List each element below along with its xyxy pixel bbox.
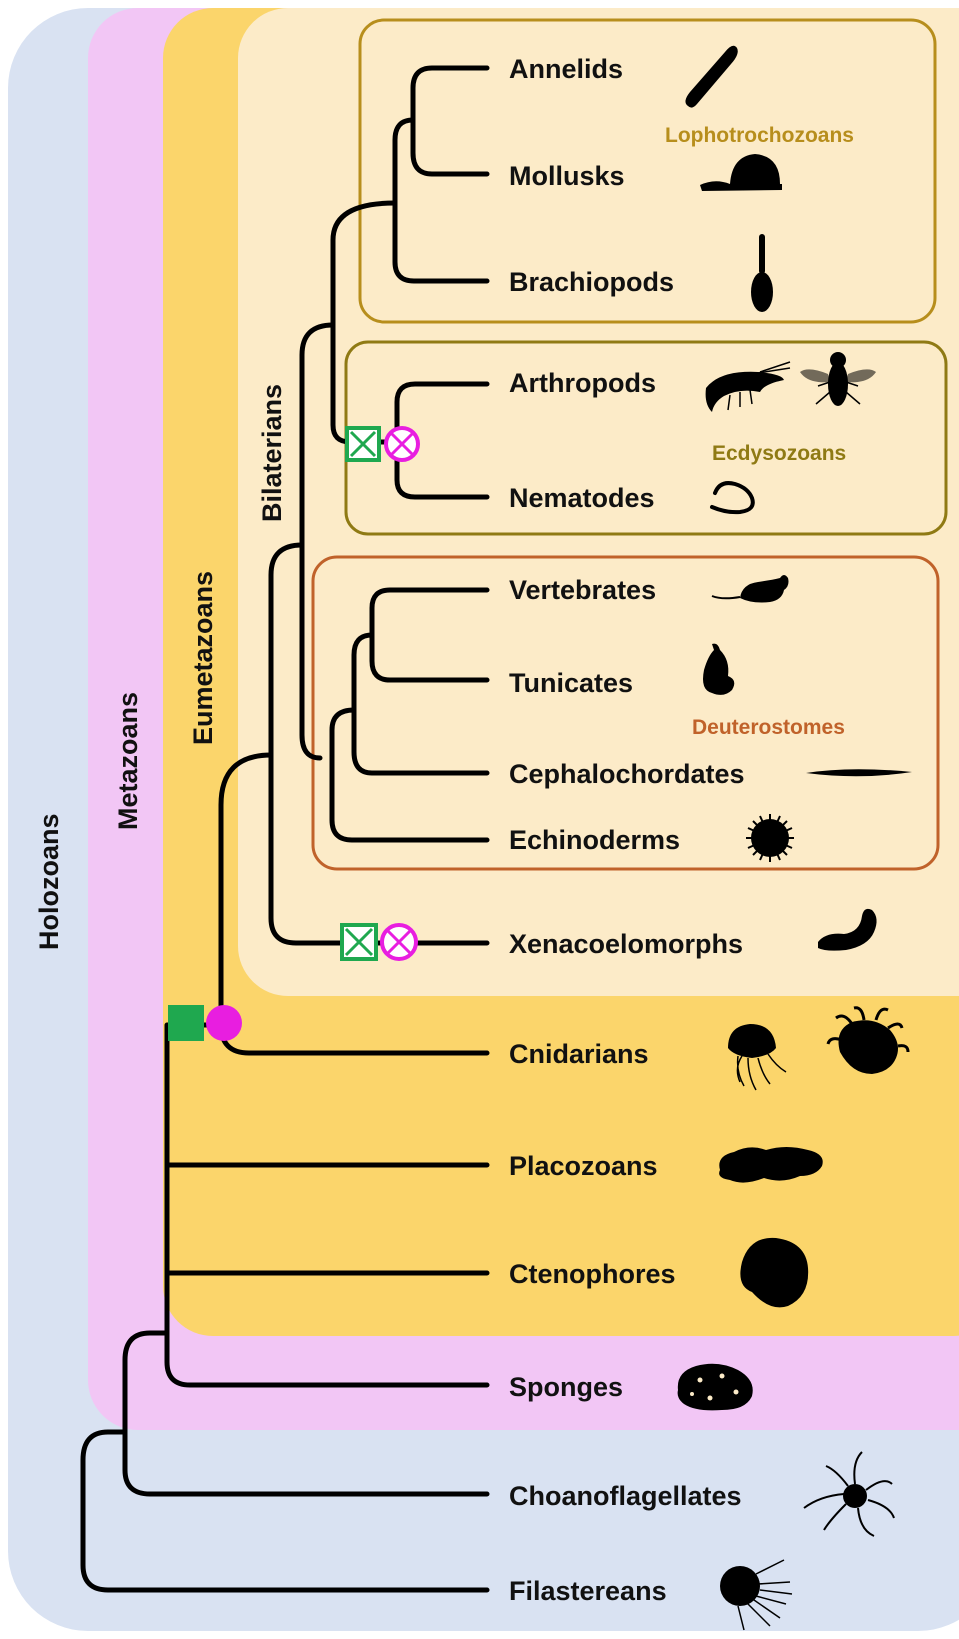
magenta-circle-marker	[206, 1005, 242, 1041]
sea-urchin-icon	[746, 814, 794, 862]
taxon-xenacoelomorphs: Xenacoelomorphs	[509, 929, 743, 959]
lophotrochozoans-label: Lophotrochozoans	[665, 124, 854, 147]
taxon-filastereans: Filastereans	[509, 1576, 667, 1606]
green-square-marker	[168, 1005, 204, 1041]
taxon-echinoderms: Echinoderms	[509, 825, 680, 855]
taxon-tunicates: Tunicates	[509, 668, 633, 698]
eumetazoans-label: Eumetazoans	[188, 571, 218, 745]
taxon-cephalochordates: Cephalochordates	[509, 759, 745, 789]
taxon-placozoans: Placozoans	[509, 1151, 658, 1181]
taxon-sponges: Sponges	[509, 1372, 623, 1402]
taxon-annelids: Annelids	[509, 54, 623, 84]
deuterostomes-label: Deuterostomes	[692, 716, 845, 739]
taxon-brachiopods: Brachiopods	[509, 267, 674, 297]
taxon-arthropods: Arthropods	[509, 368, 656, 398]
taxon-ctenophores: Ctenophores	[509, 1259, 676, 1289]
metazoans-label: Metazoans	[113, 692, 143, 830]
ecdysozoans-label: Ecdysozoans	[712, 442, 846, 465]
taxon-choanoflagellates: Choanoflagellates	[509, 1481, 742, 1511]
taxon-cnidarians: Cnidarians	[509, 1039, 649, 1069]
taxon-mollusks: Mollusks	[509, 161, 625, 191]
bilaterians-label: Bilaterians	[257, 384, 287, 522]
holozoans-label: Holozoans	[34, 813, 64, 950]
taxon-nematodes: Nematodes	[509, 483, 655, 513]
taxon-vertebrates: Vertebrates	[509, 575, 656, 605]
